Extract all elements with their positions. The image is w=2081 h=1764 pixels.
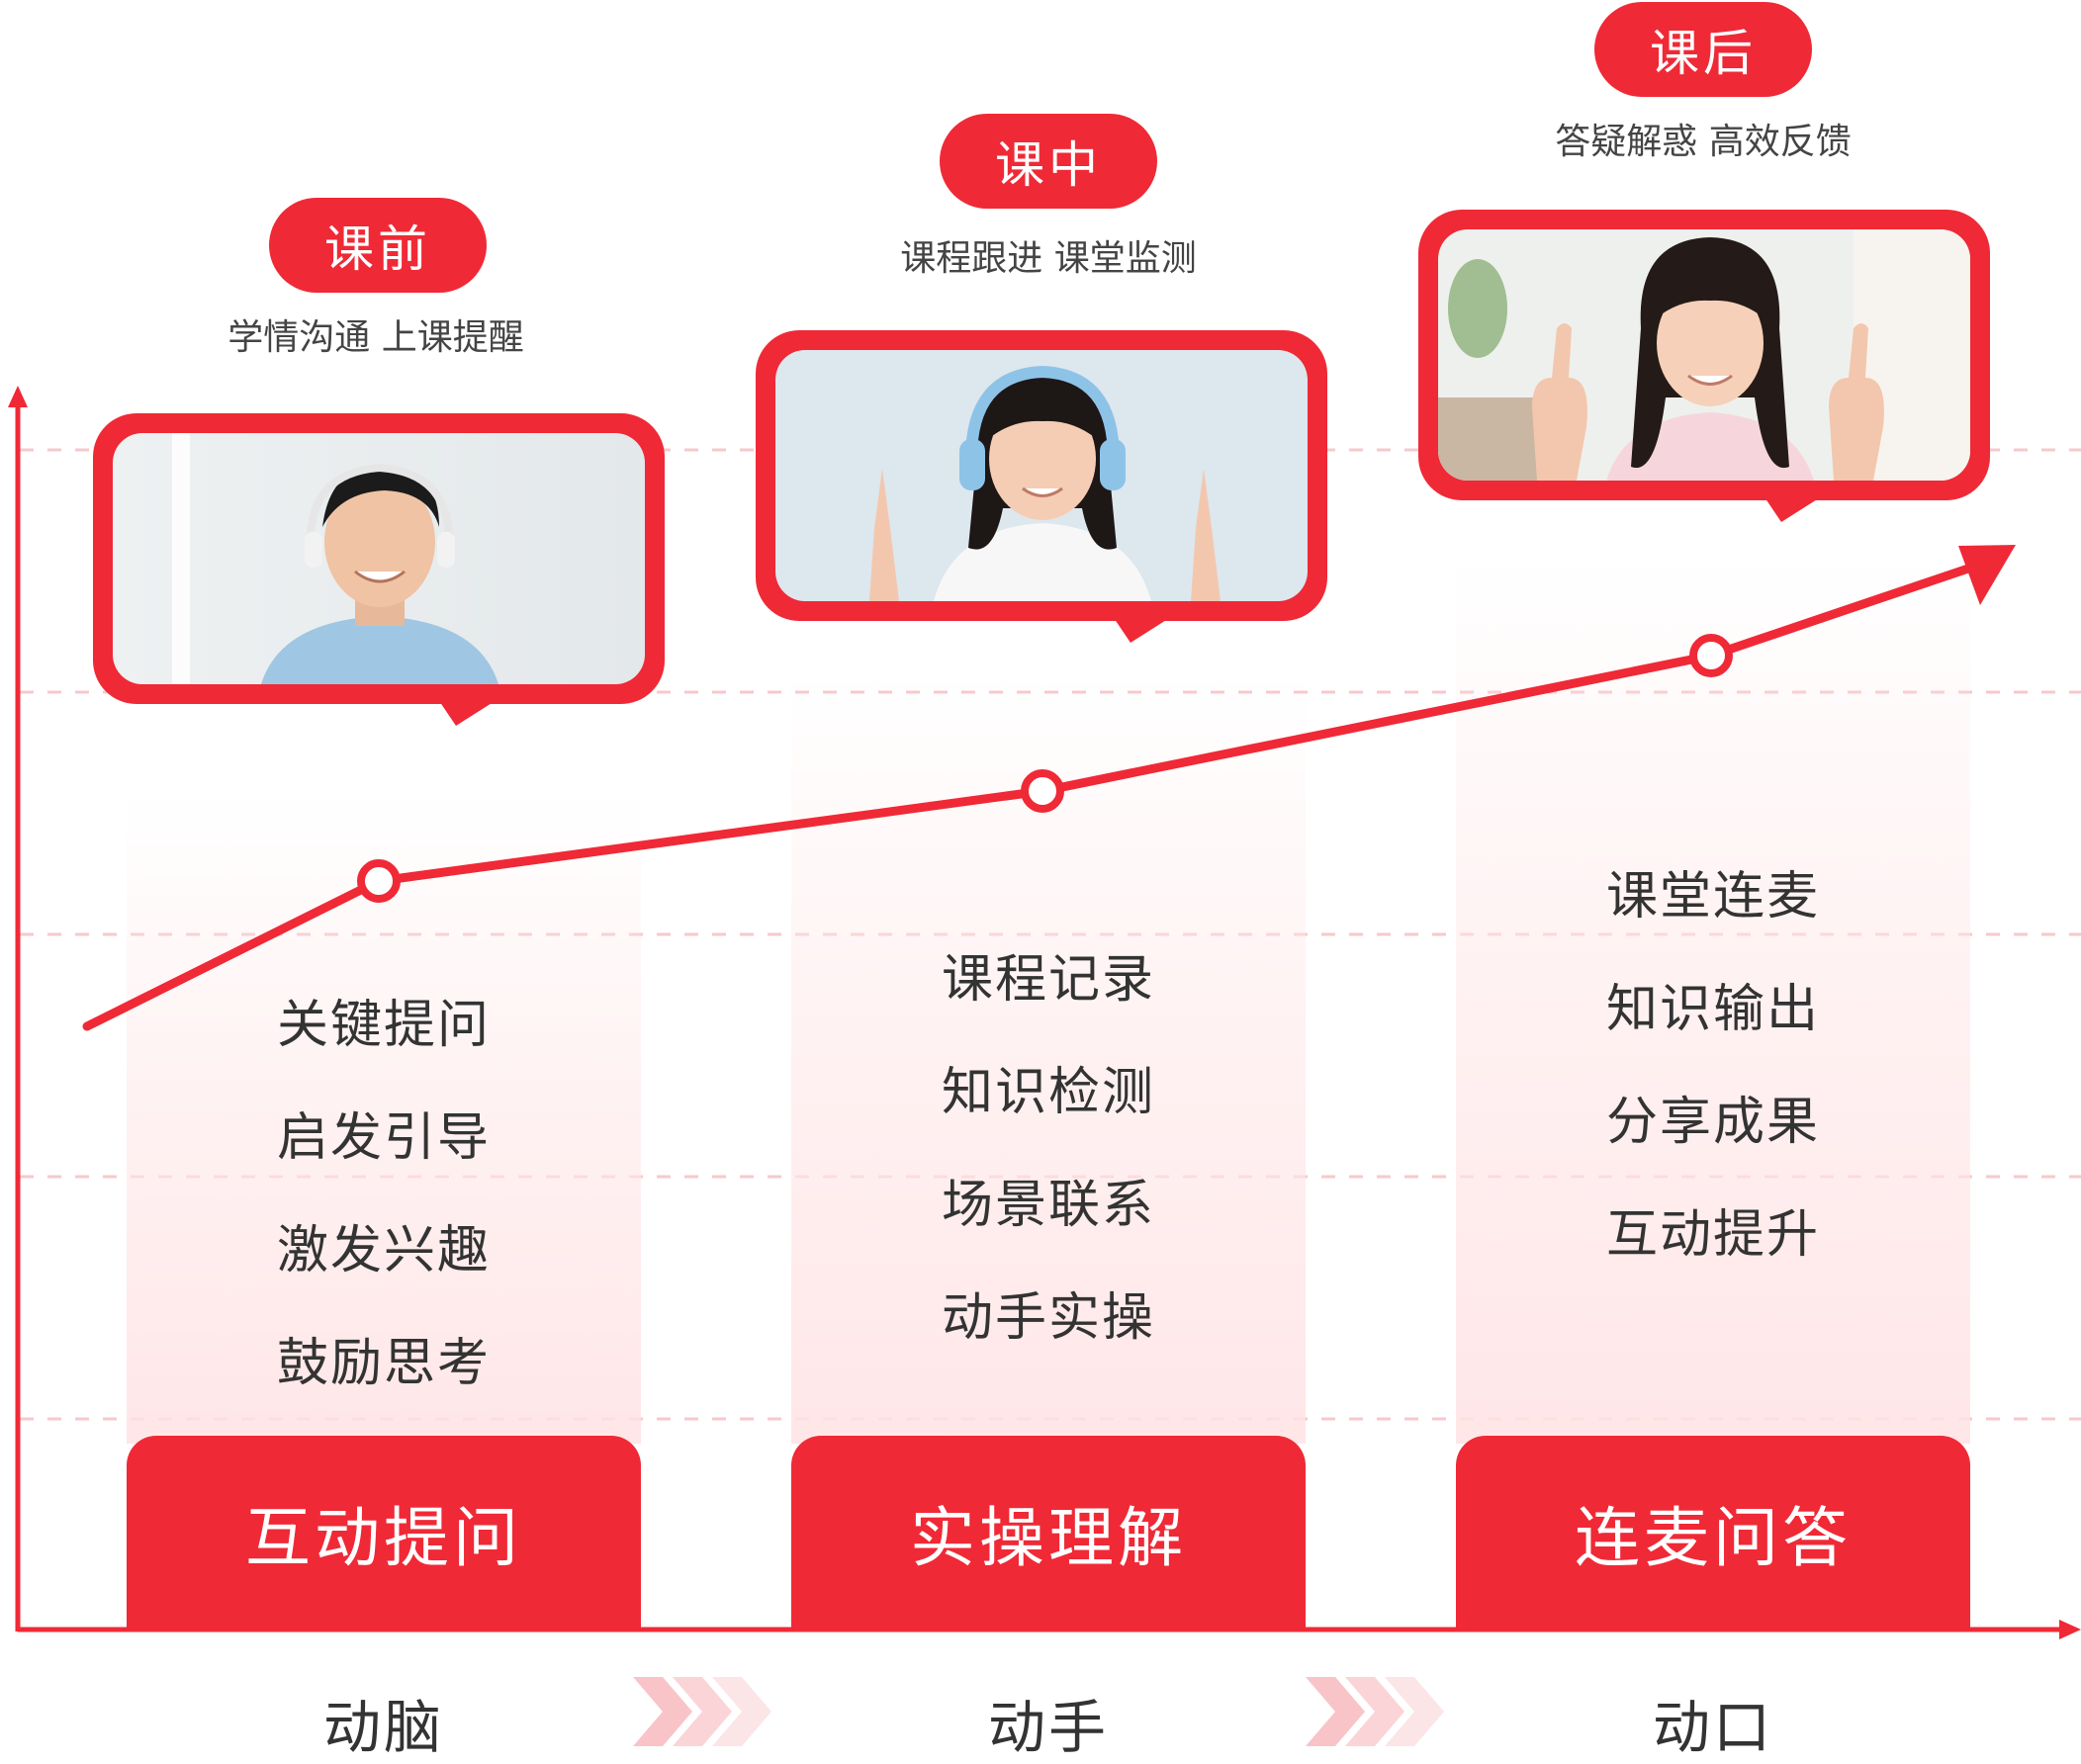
photo-frame-after — [1418, 210, 1990, 522]
bottom-label-3: 动口 — [1652, 1694, 1773, 1761]
photo-girl-with-headphones-pointing — [775, 350, 1308, 601]
list-item: 课程记录 — [941, 950, 1155, 1010]
list-item: 互动提升 — [1605, 1205, 1820, 1265]
chevron-right-icon — [633, 1677, 771, 1746]
category-block-1: 互动提问 — [127, 1436, 641, 1630]
column-items-3: 课堂连麦 知识输出 分享成果 互动提升 — [1456, 840, 1970, 1291]
list-item: 场景联系 — [941, 1176, 1155, 1235]
list-item: 知识检测 — [941, 1063, 1155, 1122]
column-items-1: 关键提问 启发引导 激发兴趣 鼓励思考 — [127, 969, 641, 1420]
stage-subtitle-before: 学情沟通 上课提醒 — [227, 317, 524, 358]
category-block-2: 实操理解 — [791, 1436, 1306, 1630]
trend-point-2 — [1021, 769, 1064, 813]
stage-pill-after: 课后 — [1594, 2, 1812, 97]
column-items-2: 课程记录 知识检测 场景联系 动手实操 — [791, 924, 1306, 1374]
x-axis-arrow — [2059, 1620, 2081, 1639]
y-axis-arrow — [8, 386, 28, 407]
list-item: 关键提问 — [276, 996, 491, 1055]
stage-pill-before: 课前 — [269, 198, 487, 293]
list-item: 分享成果 — [1605, 1093, 1820, 1152]
list-item: 知识输出 — [1605, 980, 1820, 1039]
list-item: 动手实操 — [941, 1288, 1155, 1348]
trend-arrowhead — [1958, 545, 2016, 605]
photo-frame-during — [756, 330, 1327, 643]
stage-subtitle-after: 答疑解惑 高效反馈 — [1555, 122, 1852, 162]
stage-subtitle-during: 课程跟进 课堂监测 — [900, 238, 1197, 279]
trend-point-3 — [1689, 634, 1733, 677]
bottom-label-1: 动脑 — [322, 1694, 444, 1761]
list-item: 鼓励思考 — [276, 1334, 491, 1393]
stage-pill-during: 课中 — [940, 114, 1157, 209]
chevron-right-icon — [1306, 1677, 1444, 1746]
list-item: 激发兴趣 — [276, 1221, 491, 1280]
column-bg-3 — [1456, 554, 1970, 1444]
bottom-label-2: 动手 — [987, 1694, 1109, 1761]
list-item: 课堂连麦 — [1605, 867, 1820, 926]
photo-frame-before — [93, 413, 665, 726]
photo-girl-thumbs-up — [1438, 229, 1970, 481]
trend-point-1 — [357, 859, 401, 903]
list-item: 启发引导 — [276, 1108, 491, 1168]
photo-man-with-headphones — [113, 433, 645, 684]
category-block-3: 连麦问答 — [1456, 1436, 1970, 1630]
